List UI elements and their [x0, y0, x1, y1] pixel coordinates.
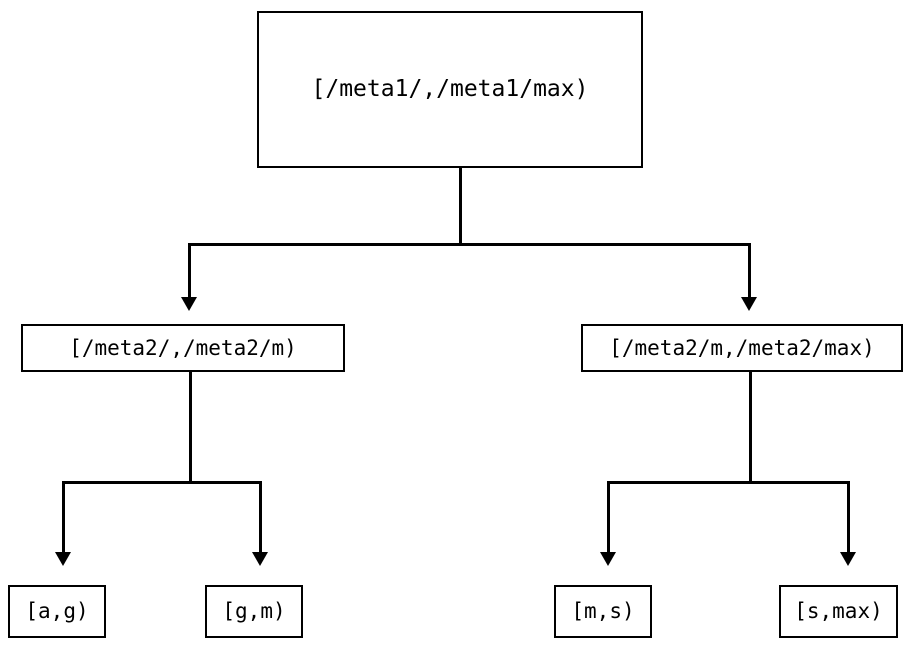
tree-node-leaf-smax-label: [s,max) — [794, 599, 883, 623]
edge-mid-left-to-leaf-ag-drop — [62, 481, 65, 553]
edge-mid-left-stem — [189, 372, 192, 483]
tree-node-leaf-gm[interactable]: [g,m) — [205, 585, 303, 638]
tree-node-mid-left[interactable]: [/meta2/,/meta2/m) — [21, 324, 345, 372]
edge-root-to-mid-left-drop — [188, 243, 191, 298]
edge-root-to-mid-right-drop — [748, 243, 751, 298]
arrowhead-mid-left — [181, 297, 197, 311]
tree-node-root-label: [/meta1/,/meta1/max) — [311, 76, 589, 102]
tree-node-mid-right[interactable]: [/meta2/m,/meta2/max) — [581, 324, 903, 372]
arrowhead-leaf-smax — [840, 552, 856, 566]
tree-node-leaf-ag-label: [a,g) — [25, 599, 89, 623]
edge-mid-left-bus — [62, 481, 262, 484]
arrowhead-leaf-ms — [600, 552, 616, 566]
edge-mid-left-to-leaf-gm-drop — [259, 481, 262, 553]
edge-root-stem — [459, 168, 462, 246]
tree-node-leaf-smax[interactable]: [s,max) — [779, 585, 898, 638]
edge-root-bus — [188, 243, 751, 246]
edge-mid-right-bus — [607, 481, 850, 484]
arrowhead-mid-right — [741, 297, 757, 311]
edge-mid-right-stem — [749, 372, 752, 483]
edge-mid-right-to-leaf-ms-drop — [607, 481, 610, 553]
arrowhead-leaf-gm — [252, 552, 268, 566]
tree-node-leaf-ms[interactable]: [m,s) — [554, 585, 652, 638]
tree-node-mid-right-label: [/meta2/m,/meta2/max) — [609, 335, 875, 360]
arrowhead-leaf-ag — [55, 552, 71, 566]
edge-mid-right-to-leaf-smax-drop — [847, 481, 850, 553]
tree-node-root[interactable]: [/meta1/,/meta1/max) — [257, 11, 643, 168]
tree-node-mid-left-label: [/meta2/,/meta2/m) — [69, 335, 297, 360]
tree-node-leaf-ms-label: [m,s) — [571, 599, 635, 623]
tree-node-leaf-gm-label: [g,m) — [222, 599, 286, 623]
tree-node-leaf-ag[interactable]: [a,g) — [8, 585, 106, 638]
